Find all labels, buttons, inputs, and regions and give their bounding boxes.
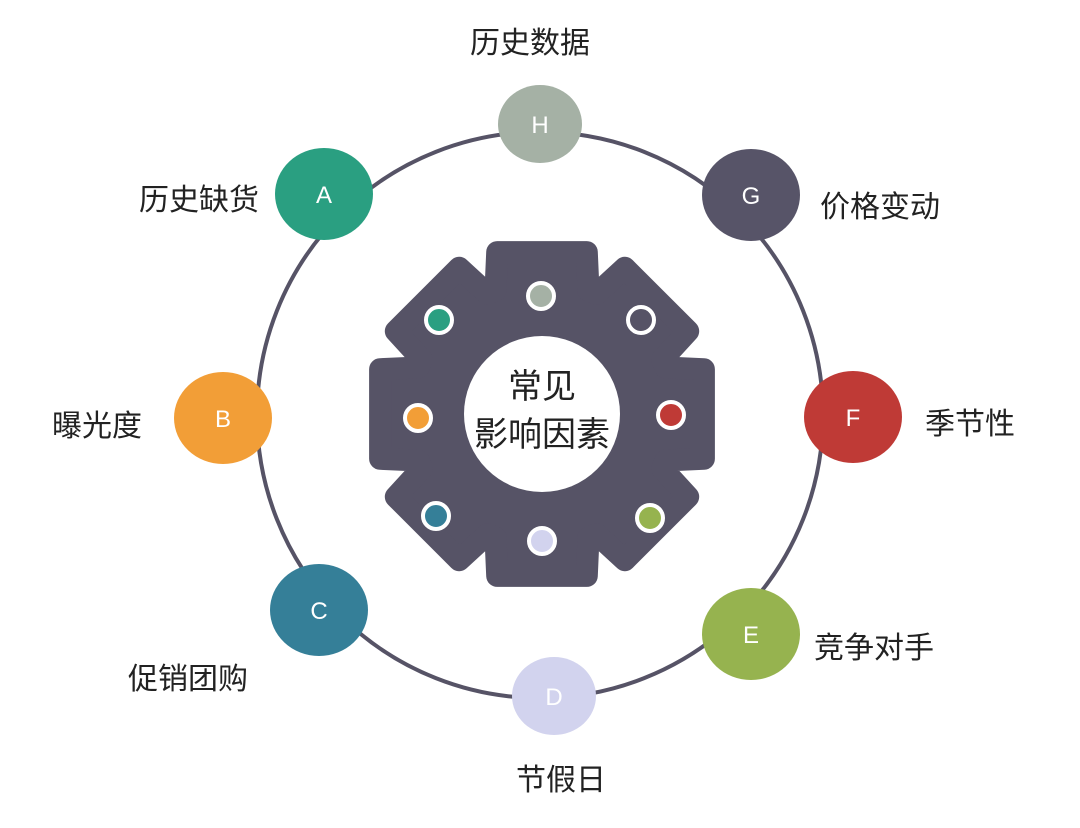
factor-f-circle <box>804 371 902 463</box>
factor-h-letter: H <box>531 112 548 139</box>
gear-dot-g <box>626 305 656 335</box>
factor-b-label: 曝光度 <box>52 409 142 444</box>
factor-node-a: A <box>275 148 373 240</box>
factor-node-e: E <box>702 588 800 680</box>
factor-f-label: 季节性 <box>925 407 1015 442</box>
gear-dot-d <box>527 526 557 556</box>
center-title-line1: 常见 <box>508 367 576 407</box>
factor-e-letter: E <box>743 622 759 649</box>
factor-c-circle <box>270 564 368 656</box>
factor-b-letter: B <box>215 406 231 433</box>
factor-node-d: D <box>512 657 596 735</box>
factor-a-circle <box>275 148 373 240</box>
factor-node-b: B <box>174 372 272 464</box>
gear-dot-a <box>424 305 454 335</box>
factor-h-circle <box>498 85 582 163</box>
gear-dot-f <box>656 400 686 430</box>
gear-dot-c <box>421 501 451 531</box>
factor-node-f: F <box>804 371 902 463</box>
gear-dot-h <box>526 281 556 311</box>
factor-c-letter: C <box>310 598 327 625</box>
factor-d-circle <box>512 657 596 735</box>
factor-d-label: 节假日 <box>516 763 606 798</box>
factor-node-c: C <box>270 564 368 656</box>
gear-dot-b <box>403 403 433 433</box>
factor-c-label: 促销团购 <box>128 662 248 697</box>
factor-a-label: 历史缺货 <box>139 183 259 218</box>
factor-node-g: G <box>702 149 800 241</box>
gear-dot-e <box>635 503 665 533</box>
factor-d-letter: D <box>545 684 562 711</box>
factor-e-label: 竞争对手 <box>814 631 934 666</box>
factor-a-letter: A <box>316 182 332 209</box>
factor-g-circle <box>702 149 800 241</box>
factor-e-circle <box>702 588 800 680</box>
factor-g-letter: G <box>742 183 761 210</box>
gear-center-hole <box>464 336 620 492</box>
factor-node-h: H <box>498 85 582 163</box>
factor-h-label: 历史数据 <box>470 26 590 61</box>
center-title-line2: 影响因素 <box>474 415 610 455</box>
factor-g-label: 价格变动 <box>820 190 940 225</box>
factor-b-circle <box>174 372 272 464</box>
factor-f-letter: F <box>846 405 861 432</box>
